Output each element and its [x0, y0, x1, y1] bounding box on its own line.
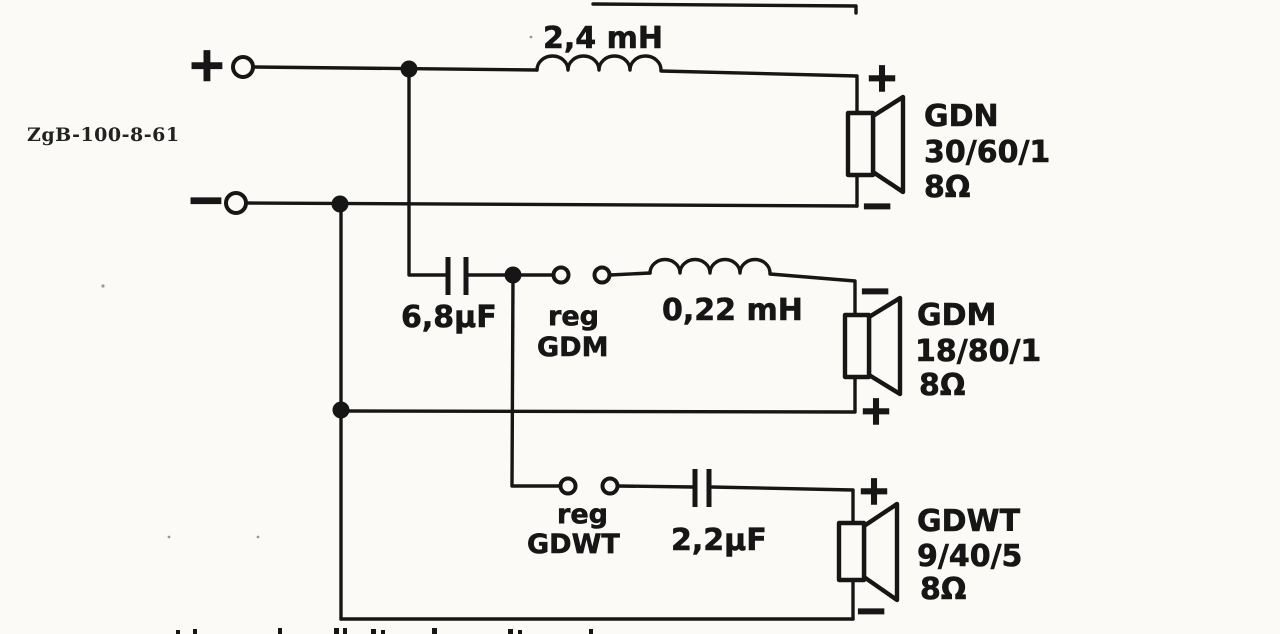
inductor-midrange-value: 0,22 mH: [662, 293, 803, 328]
wire-woofer-to-speaker: [659, 69, 859, 115]
speaker-gdm-model: GDM: [917, 298, 996, 333]
reg-gdm-terminal-right-icon: [592, 265, 612, 285]
scan-noise-specks: [101, 35, 533, 539]
cropped-top-frame-line: [591, 2, 858, 15]
speaker-gdwt-size: 9/40/5: [917, 539, 1022, 574]
capacitor-tweeter-value: 2,2µF: [671, 523, 767, 558]
speaker-gdm-minus-sign: −: [858, 268, 892, 314]
reg-gdwt-label-line1: reg: [557, 499, 608, 530]
schematic-reference-code: ZgB-100-8-61: [27, 124, 180, 146]
speaker-gdwt-impedance: 8Ω: [920, 572, 966, 607]
reg-gdwt-label-line2: GDWT: [527, 529, 620, 560]
wire-capacitor-branch: [407, 67, 448, 277]
speaker-gdn-size: 30/60/1: [924, 135, 1050, 170]
reg-gdm-label-line2: GDM: [537, 332, 608, 363]
speaker-gdn-model: GDN: [924, 99, 999, 134]
wire-tweeter-branch: [510, 273, 562, 488]
input-minus-terminal-icon: [224, 191, 248, 215]
speaker-gdwt-plus-sign: +: [857, 468, 891, 514]
speaker-gdwt-cone-icon: [861, 501, 900, 603]
inductor-woofer-value: 2,4 mH: [543, 21, 663, 56]
wire-midrange-to-speaker: [768, 272, 857, 317]
speaker-gdn-impedance: 8Ω: [924, 170, 970, 205]
speaker-gdn-magnet-icon: [845, 110, 876, 178]
speaker-gdn-minus-sign: −: [860, 183, 894, 229]
speaker-gdwt-magnet-icon: [836, 520, 867, 583]
capacitor-midrange-value: 6,8µF: [401, 300, 497, 335]
speaker-gdn-cone-icon: [870, 94, 906, 195]
capacitor-tweeter-plates-icon: [692, 469, 712, 507]
speaker-gdwt-model: GDWT: [917, 504, 1021, 539]
speaker-gdwt-minus-sign: −: [854, 588, 888, 634]
cropped-caption-remnants: [176, 628, 593, 634]
speaker-gdm-size: 18/80/1: [915, 334, 1041, 369]
speaker-gdm-plus-sign: +: [859, 388, 893, 434]
reg-gdm-label-line1: reg: [548, 301, 599, 332]
input-plus-terminal-icon: [231, 55, 255, 79]
reg-gdwt-terminal-right-icon: [600, 476, 620, 496]
reg-gdm-terminal-left-icon: [551, 265, 571, 285]
wire-positive-feed: [251, 65, 539, 72]
reg-gdwt-terminal-left-icon: [558, 476, 578, 496]
input-plus-sign: +: [187, 38, 226, 93]
capacitor-midrange-plates-icon: [445, 257, 469, 295]
wire-reg-to-inductor: [608, 271, 652, 277]
wire-midrange-return: [339, 375, 857, 414]
inductor-woofer-coil-icon: [535, 54, 663, 72]
speaker-gdm-magnet-icon: [842, 312, 872, 380]
input-minus-sign: −: [186, 173, 225, 228]
inductor-midrange-coil-icon: [648, 257, 772, 275]
speaker-gdm-impedance: 8Ω: [919, 368, 965, 403]
wire-reg-to-cap: [616, 484, 695, 489]
wire-tweeter-to-speaker: [709, 485, 855, 525]
speaker-gdn-plus-sign: +: [865, 55, 899, 101]
